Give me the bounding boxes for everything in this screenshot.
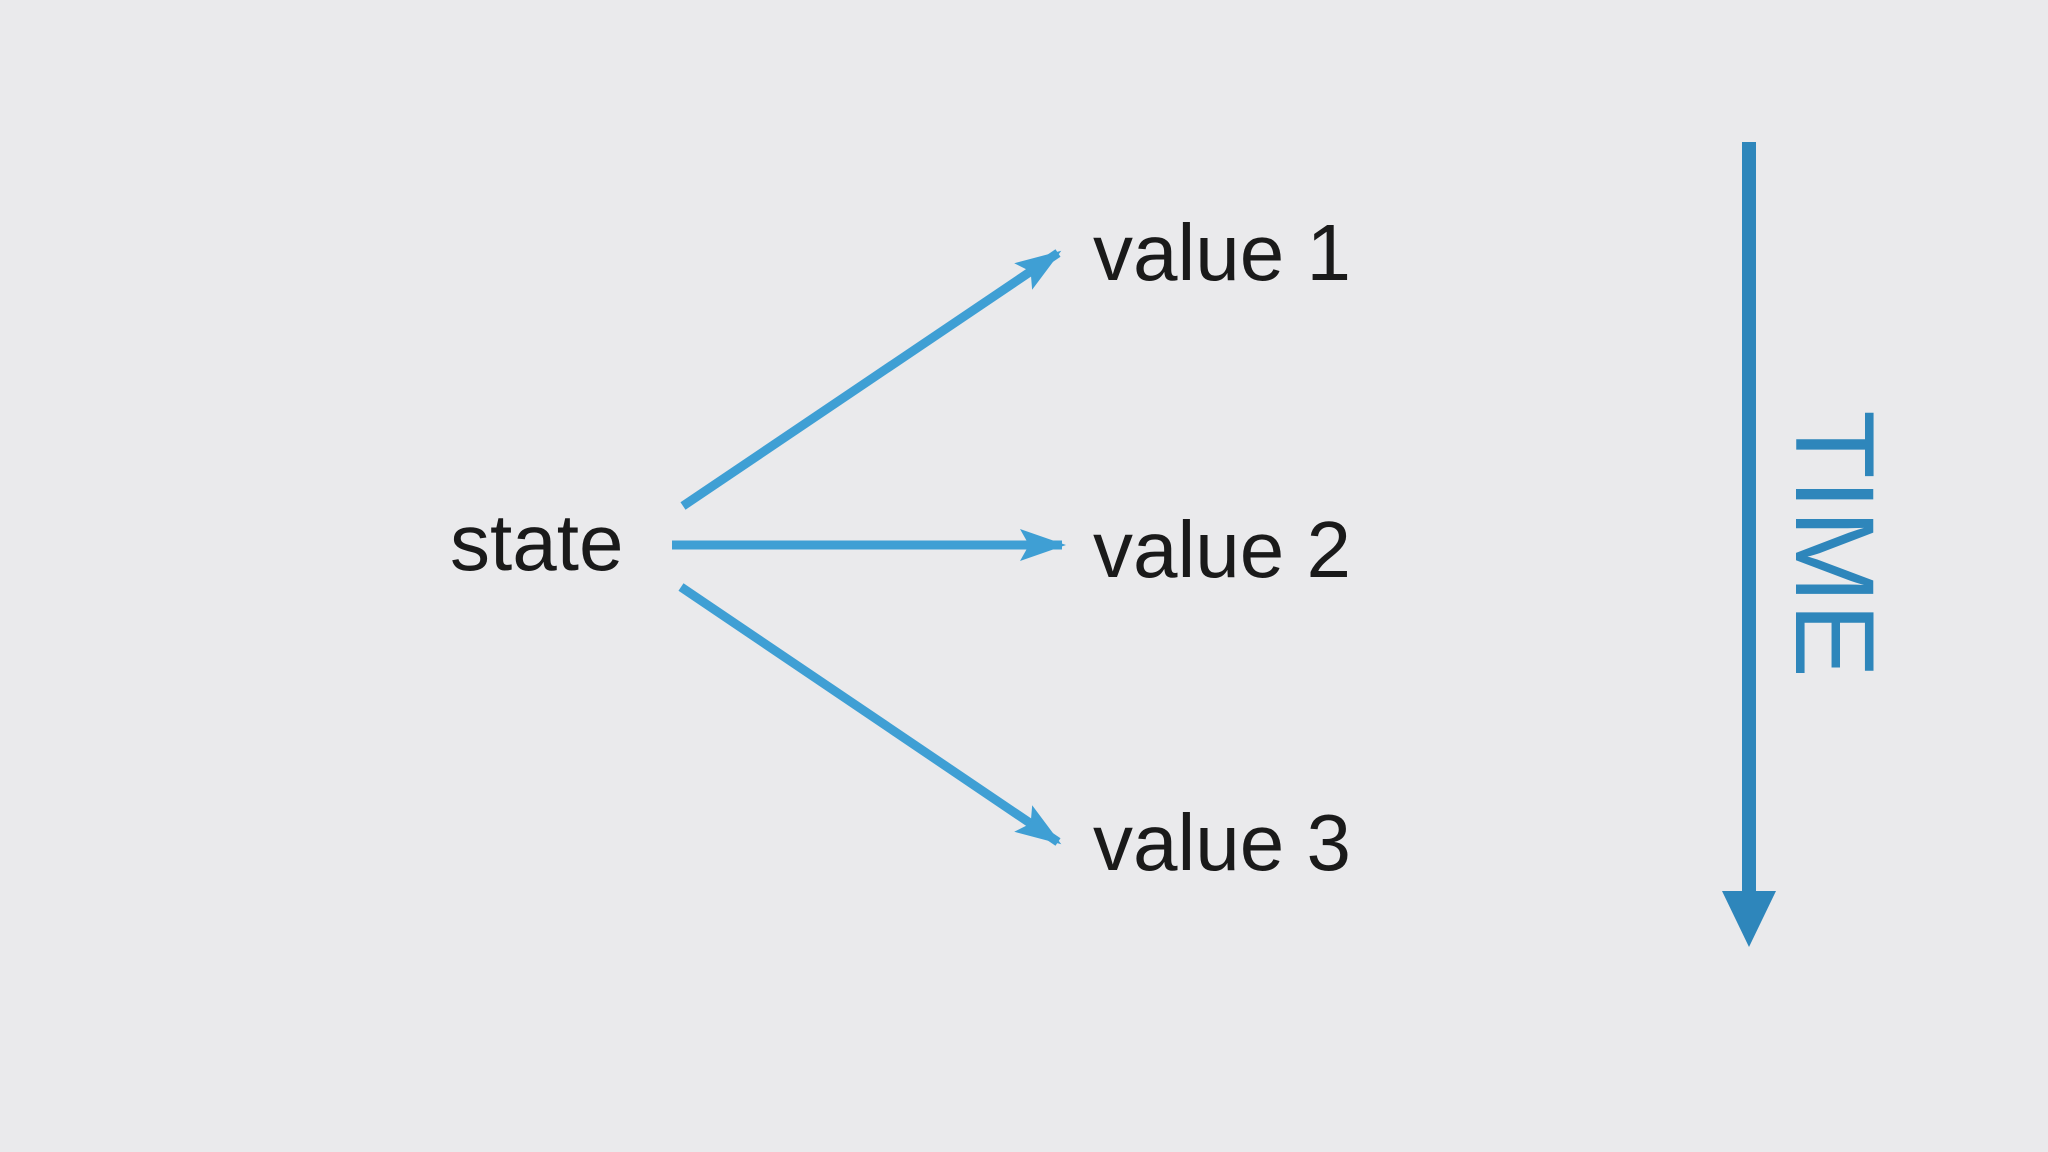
arrow-state-to-value-3	[678, 583, 1062, 846]
time-label: TIME	[1772, 410, 1897, 678]
state-label: state	[450, 498, 623, 587]
arrow-state-to-value-1	[680, 249, 1062, 510]
value-1-label: value 1	[1093, 208, 1351, 297]
value-2-label: value 2	[1093, 505, 1351, 594]
value-3-label: value 3	[1093, 798, 1351, 887]
time-axis-arrowhead-icon	[1722, 891, 1776, 947]
